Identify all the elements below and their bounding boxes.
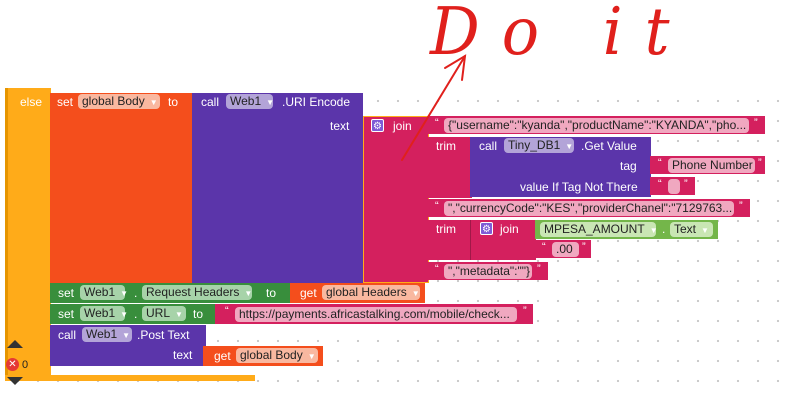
dropdown-arrow-icon: ▼ [120, 289, 129, 298]
property-name: Request Headers [146, 285, 240, 299]
component-name: Web1 [86, 327, 118, 341]
dropdown-arrow-icon: ▼ [175, 310, 183, 319]
if-else-block[interactable] [5, 88, 51, 376]
empty-string[interactable]: “” [650, 177, 695, 195]
dot-label: . [134, 307, 138, 321]
to-label: to [266, 286, 277, 300]
url-string[interactable]: “https://payments.africastalking.com/mob… [215, 304, 533, 324]
join-label: join [500, 222, 519, 236]
component-dropdown[interactable]: Web1 ▼ [82, 327, 132, 342]
join-block[interactable] [363, 116, 429, 283]
else-label: else [20, 95, 43, 109]
variable-name: global Body [240, 348, 303, 362]
call-label: call [58, 328, 77, 342]
get-label: get [214, 349, 231, 363]
dropdown-arrow-icon: ▼ [307, 352, 316, 361]
dropdown-arrow-icon: ▼ [649, 226, 658, 235]
component-dropdown[interactable]: Tiny_DB1 ▼ [504, 138, 574, 153]
component-name: Web1 [230, 94, 262, 108]
tag-label: tag [620, 159, 637, 173]
text-value[interactable]: .00 [552, 242, 579, 257]
method-label: .Post Text [137, 328, 190, 342]
dropdown-arrow-icon: ▼ [266, 98, 275, 107]
trim-label: trim [436, 222, 456, 236]
error-count: 0 [22, 359, 29, 371]
text-param-label: text [330, 119, 350, 133]
variable-dropdown[interactable]: global Headers ▼ [322, 285, 420, 300]
get-label: get [300, 286, 317, 300]
call-label: call [201, 95, 220, 109]
component-name: MPESA_AMOUNT [544, 222, 645, 236]
dropdown-arrow-icon: ▼ [411, 289, 420, 298]
method-label: .Get Value [581, 139, 637, 153]
text-value[interactable] [668, 179, 680, 194]
warning-down-arrow-icon[interactable] [7, 377, 23, 385]
component-dropdown[interactable]: MPESA_AMOUNT ▼ [540, 222, 658, 237]
dropdown-arrow-icon: ▼ [244, 289, 253, 298]
call-label: call [479, 139, 498, 153]
component-dropdown[interactable]: Web1 ▼ [226, 94, 275, 109]
suffix-string[interactable]: “.00” [535, 240, 591, 258]
text-value[interactable]: {"username":"kyanda","productName":"KYAN… [444, 118, 749, 133]
trim-block[interactable] [428, 137, 472, 198]
dot-label: . [134, 286, 138, 300]
component-dropdown[interactable]: Web1 ▼ [80, 285, 129, 300]
gear-icon[interactable]: ⚙ [480, 222, 493, 235]
property-name: Text [674, 222, 697, 236]
set-label: set [58, 307, 75, 321]
handwritten-arrow-annotation [401, 54, 467, 161]
variable-dropdown[interactable]: global Body ▼ [78, 94, 160, 109]
property-dropdown[interactable]: URL ▼ [142, 306, 186, 321]
dropdown-arrow-icon: ▼ [149, 98, 158, 107]
property-dropdown[interactable]: Text ▼ [670, 222, 713, 237]
handwritten-do-it-text: Do it [430, 0, 692, 70]
component-dropdown[interactable]: Web1 ▼ [80, 306, 129, 321]
trim-block-2[interactable] [428, 220, 472, 260]
to-label: to [168, 95, 179, 109]
error-icon[interactable]: ✕ [6, 358, 19, 371]
text-string-3[interactable]: “","metadata":""}” [428, 262, 548, 280]
default-label: value If Tag Not There [520, 180, 638, 194]
component-name: Tiny_DB1 [508, 138, 561, 152]
tag-string[interactable]: “Phone Number” [650, 156, 765, 174]
dropdown-arrow-icon: ▼ [701, 226, 709, 235]
if-block-bottom [5, 375, 255, 381]
join-label: join [393, 119, 412, 133]
property-dropdown[interactable]: Request Headers ▼ [142, 285, 252, 300]
gear-icon[interactable]: ⚙ [371, 119, 384, 132]
to-label: to [193, 307, 204, 321]
component-name: Web1 [84, 285, 116, 299]
variable-name: global Headers [326, 285, 407, 299]
text-value[interactable]: Phone Number [668, 158, 755, 173]
text-param-label: text [173, 348, 193, 362]
dropdown-arrow-icon: ▼ [120, 310, 129, 319]
warning-up-arrow-icon[interactable] [7, 340, 23, 348]
set-label: set [58, 286, 75, 300]
dot-label: . [662, 222, 666, 236]
trim-label: trim [436, 139, 456, 153]
set-url-block[interactable] [50, 304, 216, 324]
property-name: URL [146, 306, 171, 320]
set-label: set [57, 95, 74, 109]
dropdown-arrow-icon: ▼ [122, 331, 131, 340]
variable-dropdown[interactable]: global Body ▼ [236, 348, 318, 363]
uri-encode-block[interactable] [192, 93, 363, 283]
method-label: .URI Encode [282, 95, 351, 109]
text-value[interactable]: ","metadata":""} [444, 264, 532, 279]
text-string-2[interactable]: “","currencyCode":"KES","providerChanel"… [428, 199, 750, 217]
variable-name: global Body [82, 94, 145, 108]
text-value[interactable]: ","currencyCode":"KES","providerChanel":… [444, 201, 734, 216]
text-value[interactable]: https://payments.africastalking.com/mobi… [235, 307, 517, 322]
component-name: Web1 [84, 306, 116, 320]
text-string-1[interactable]: “{"username":"kyanda","productName":"KYA… [428, 116, 765, 134]
dropdown-arrow-icon: ▼ [565, 142, 574, 151]
set-global-body-block[interactable] [50, 93, 192, 283]
